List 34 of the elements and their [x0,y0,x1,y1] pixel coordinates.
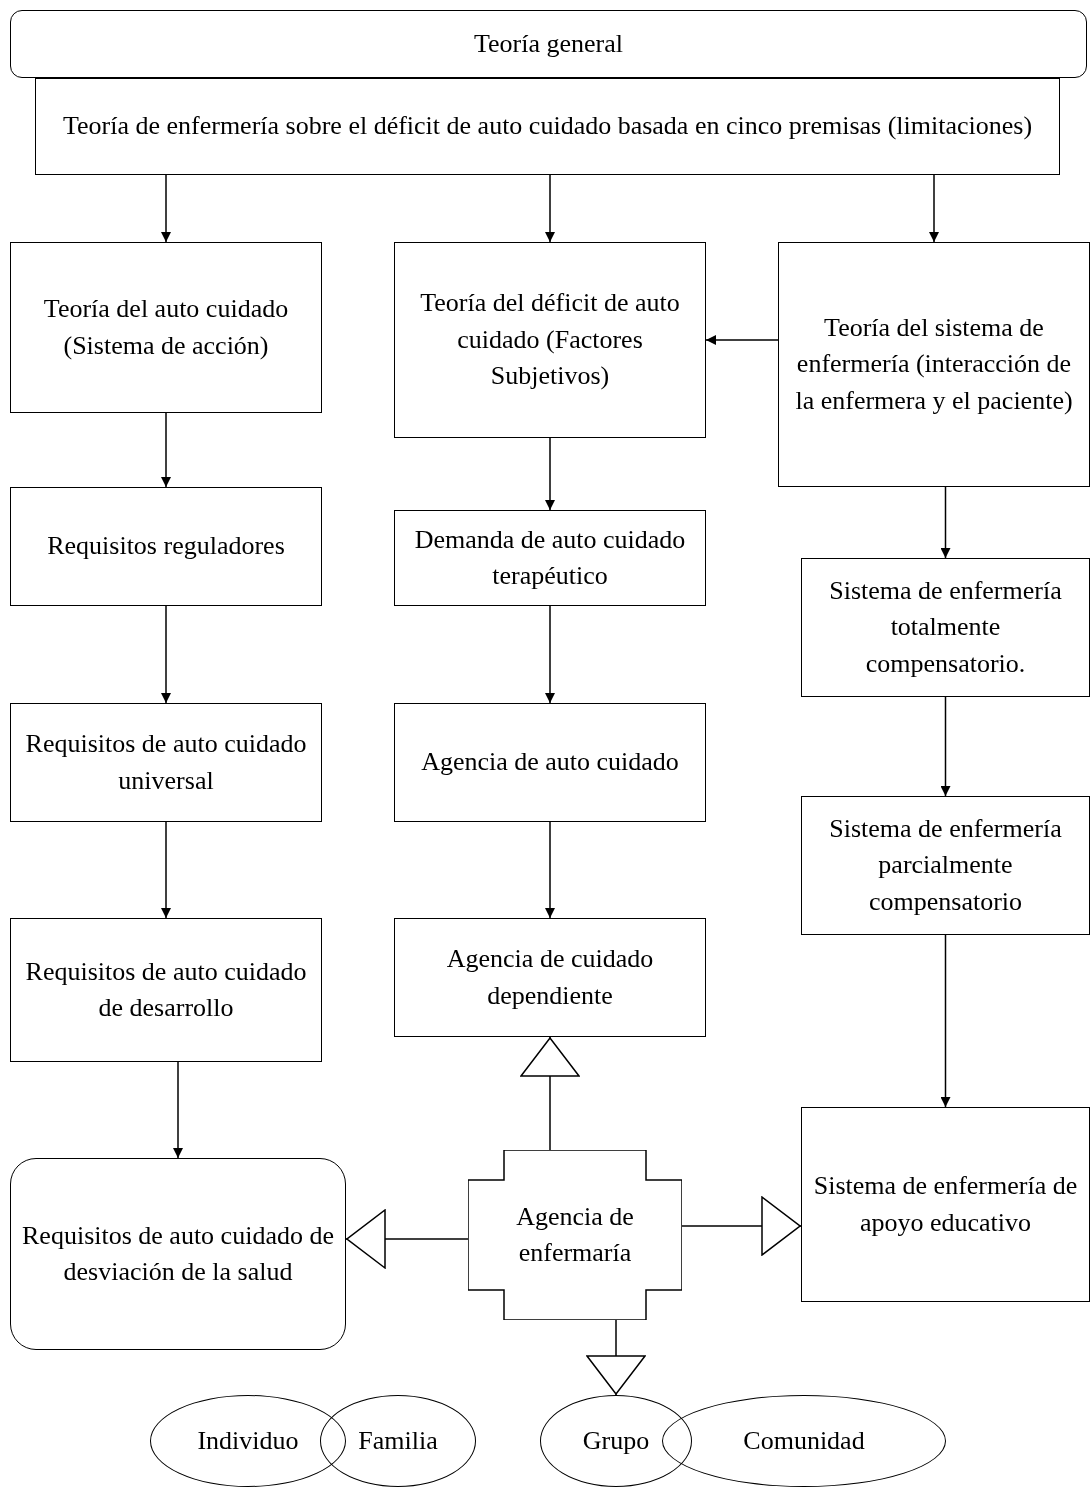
block-arrow [520,1036,580,1151]
arrow [705,335,779,345]
arrow [161,174,171,243]
arrow [161,821,171,919]
process-box: Sistema de enfermería parcialmente compensatorio [801,796,1090,935]
process-box: Requisitos de auto cuidado universal [10,703,322,822]
arrow [545,437,555,511]
process-box: Teoría del sistema de enfermería (interacción de la enfermera y el paciente) [778,242,1090,487]
process-box: Sistema de enfermería totalmente compensatorio. [801,558,1090,697]
arrow [161,412,171,488]
four-way-arrow [468,1150,682,1320]
process-box: Sistema de enfermería de apoyo educativo [801,1107,1090,1302]
arrow [940,934,951,1108]
process-box: Demanda de auto cuidado terapéutico [394,510,706,606]
process-box: Teoría del auto cuidado (Sistema de acción) [10,242,322,413]
arrow [173,1061,183,1159]
process-box: Requisitos reguladores [10,487,322,606]
process-box: Agencia de auto cuidado [394,703,706,822]
process-box: Teoría de enfermería sobre el déficit de auto cuidado basada en cinco premisas (limitaciones) [35,78,1060,175]
arrow [545,821,555,919]
arrow [940,486,951,559]
arrow [929,174,939,243]
rounded-box: Requisitos de auto cuidado de desviación de la salud [10,1158,346,1350]
arrow [161,605,171,704]
block-arrow [345,1209,469,1269]
process-box: Teoría del déficit de auto cuidado (Factores Subjetivos) [394,242,706,438]
rounded-box: Teoría general [10,10,1087,78]
arrow [545,174,555,243]
block-arrow [586,1319,646,1396]
arrow [545,605,555,704]
process-box: Agencia de cuidado dependiente [394,918,706,1037]
node-label: Agencia de enfermaría [515,1200,635,1269]
arrow [940,696,951,797]
process-box: Requisitos de auto cuidado de desarrollo [10,918,322,1062]
